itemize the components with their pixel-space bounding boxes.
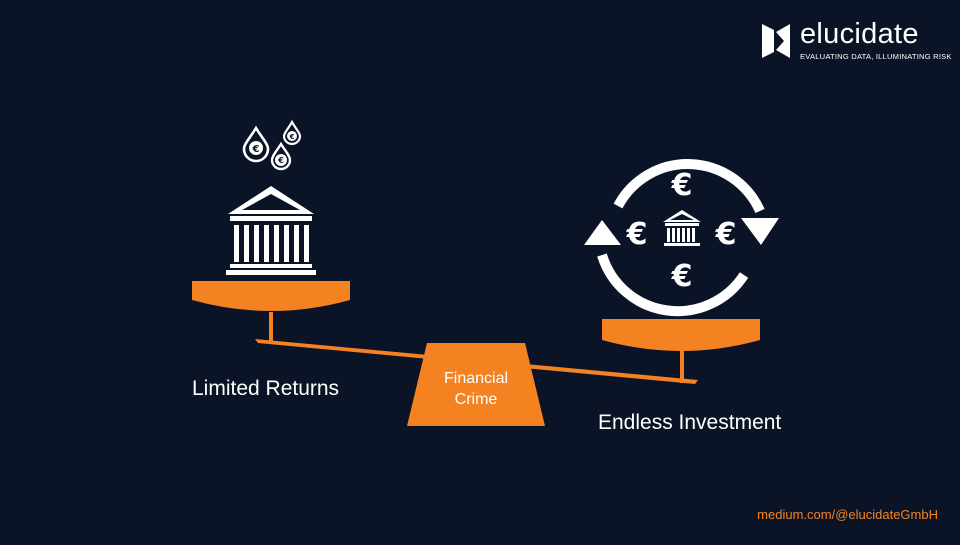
brand-logo: elucidate EVALUATING DATA, ILLUMINATING …	[762, 18, 951, 66]
cycle-arrow-bottom	[597, 253, 749, 317]
euro-drop-symbol: €	[277, 156, 284, 165]
fulcrum	[407, 343, 545, 426]
right-pan	[602, 319, 760, 351]
fulcrum-label: Financial Crime	[407, 368, 545, 410]
fulcrum-label-line1: Financial	[443, 370, 509, 387]
elucidate-logo-icon	[762, 24, 790, 58]
left-label: Limited Returns	[192, 377, 340, 400]
brand-tagline: EVALUATING DATA, ILLUMINATING RISK	[800, 52, 952, 61]
euro-cycle-icon: € € € €	[584, 159, 779, 317]
euro-symbol-bottom: €	[671, 259, 693, 294]
right-label: Endless Investment	[598, 411, 782, 434]
right-pan-stem	[680, 350, 684, 383]
bank-building-icon	[226, 186, 316, 275]
small-bank-icon	[663, 210, 701, 246]
euro-drop-icon: €	[242, 125, 270, 163]
euro-symbol-left: €	[626, 217, 648, 252]
cycle-arrow-top	[613, 159, 765, 214]
euro-drop-icon: €	[270, 141, 292, 171]
euro-symbol-right: €	[715, 217, 737, 252]
cycle-arrowhead-left	[584, 220, 621, 245]
euro-symbol-top: €	[671, 168, 693, 203]
brand-name: elucidate	[800, 18, 919, 50]
cycle-arrowhead-right	[741, 218, 779, 245]
euro-drop-symbol: €	[289, 133, 295, 141]
euro-drop-icon: €	[282, 119, 302, 146]
fulcrum-label-line2: Crime	[454, 391, 498, 408]
left-pan	[192, 281, 350, 311]
euro-drop-symbol: €	[252, 144, 260, 155]
left-pan-stem	[269, 312, 273, 342]
footer-link[interactable]: medium.com/@elucidateGmbH	[757, 507, 938, 522]
